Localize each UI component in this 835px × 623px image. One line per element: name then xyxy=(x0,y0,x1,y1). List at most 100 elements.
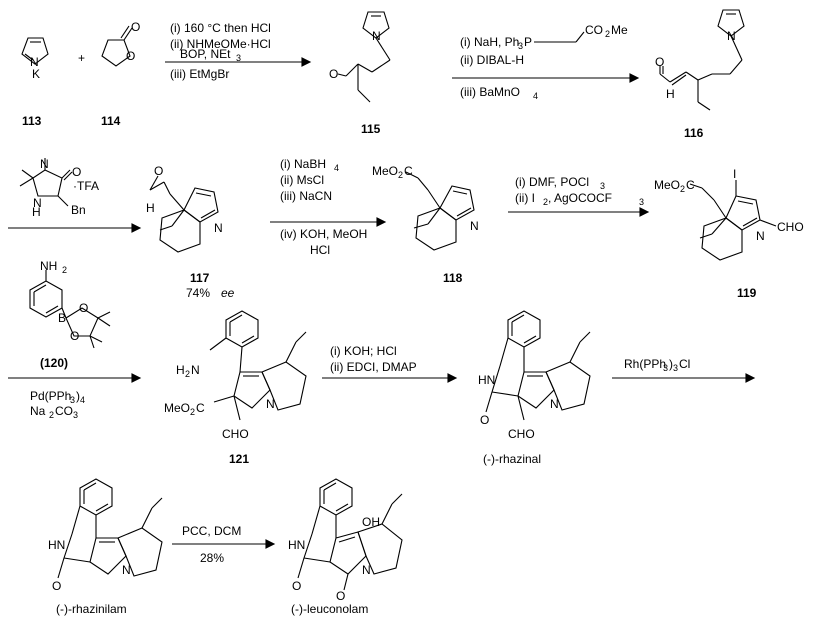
atom-MeO2C: MeO xyxy=(372,164,398,178)
svg-text:2: 2 xyxy=(62,265,67,275)
atom-N: N xyxy=(30,55,39,69)
label-121: 121 xyxy=(229,452,249,466)
compound-121-structure: H 2 N MeO 2 C N CHO xyxy=(164,310,307,441)
label-119: 119 xyxy=(737,286,757,300)
atom-O: O xyxy=(79,301,88,315)
atom-MeO2C: MeO xyxy=(654,178,680,192)
rhazinilam-structure: HN O N xyxy=(48,478,163,593)
atom-O: O xyxy=(72,165,81,179)
svg-text:3: 3 xyxy=(73,410,78,420)
atom-HN: HN xyxy=(478,373,495,387)
atom-O: O xyxy=(70,329,79,343)
plus-sign: + xyxy=(78,51,85,65)
atom-HN: HN xyxy=(48,538,65,552)
step4-iii: (iii) NaCN xyxy=(280,189,332,203)
atom-N: N xyxy=(550,397,559,411)
step5-ii: (ii) I xyxy=(515,191,535,205)
step1-iii: (iii) EtMgBr xyxy=(170,67,229,81)
atom-N: N xyxy=(470,219,479,233)
svg-text:4: 4 xyxy=(533,91,538,101)
svg-text:3: 3 xyxy=(663,363,668,373)
arrow-step2 xyxy=(452,73,640,83)
svg-text:4: 4 xyxy=(334,163,339,173)
atom-H: H xyxy=(146,201,155,215)
label-leuconolam: (-)-leuconolam xyxy=(291,602,368,616)
svg-text:3: 3 xyxy=(70,395,75,405)
svg-text:3: 3 xyxy=(639,197,644,207)
label-rhazinal: (-)-rhazinal xyxy=(483,452,541,466)
atom-H2N: H xyxy=(176,363,185,377)
atom-MeO2C: MeO xyxy=(164,401,190,415)
atom-N: N xyxy=(362,563,371,577)
svg-text:): ) xyxy=(669,357,673,371)
group-CHO: CHO xyxy=(777,220,804,234)
step1-i: (i) 160 °C then HCl xyxy=(170,21,271,35)
label-116: 116 xyxy=(684,126,704,140)
step2-i-d: Me xyxy=(611,23,628,37)
svg-text:2: 2 xyxy=(185,369,190,379)
compound-118-structure: MeO 2 C N xyxy=(372,164,479,251)
step5-i: (i) DMF, POCl xyxy=(515,175,589,189)
atom-O: O xyxy=(154,164,163,178)
svg-text:2: 2 xyxy=(398,170,403,180)
label-114: 114 xyxy=(101,114,121,128)
svg-text:3: 3 xyxy=(600,181,605,191)
step5-ii-b: , AgOCOCF xyxy=(548,191,612,205)
label-rhazinilam: (-)-rhazinilam xyxy=(56,602,127,616)
atom-O: O xyxy=(292,579,301,593)
svg-text:C: C xyxy=(196,401,205,415)
ee-label: ee xyxy=(221,286,235,300)
atom-O: O xyxy=(131,20,140,34)
atom-N: N xyxy=(122,563,131,577)
step7-i: (i) KOH; HCl xyxy=(330,344,397,358)
catalyst-bn: Bn xyxy=(71,203,86,217)
step8-reagent: Rh(PPh xyxy=(624,357,666,371)
svg-text:2: 2 xyxy=(190,407,195,417)
atom-N: N xyxy=(266,397,275,411)
group-OH: OH xyxy=(362,515,380,529)
arrow-step6 xyxy=(8,373,142,383)
step6-base: Na xyxy=(30,404,46,418)
svg-text:3: 3 xyxy=(673,363,678,373)
atom-O: O xyxy=(52,579,61,593)
svg-text:Cl: Cl xyxy=(679,357,690,371)
arrow-step1 xyxy=(165,57,312,67)
atom-I: I xyxy=(733,167,736,181)
svg-text:2: 2 xyxy=(543,197,548,207)
compound-115-structure: N O xyxy=(329,11,391,103)
svg-text:2: 2 xyxy=(49,410,54,420)
rhazinal-structure: HN O N CHO xyxy=(478,310,591,441)
compound-114-structure: O O xyxy=(101,20,140,67)
catalyst-structure: N O N H ·TFA Bn xyxy=(19,157,99,219)
label-113: 113 xyxy=(22,114,42,128)
atom-N: N xyxy=(372,29,381,43)
atom-HN: HN xyxy=(288,538,305,552)
atom-N: N xyxy=(727,29,736,43)
svg-text:C: C xyxy=(404,164,413,178)
step7-ii: (ii) EDCI, DMAP xyxy=(330,360,417,374)
atom-O: O xyxy=(329,67,338,81)
atom-N: N xyxy=(40,157,49,171)
label-117: 117 xyxy=(190,271,210,285)
atom-H: H xyxy=(32,205,41,219)
label-115: 115 xyxy=(361,122,381,136)
step1-ii-b: BOP, NEt xyxy=(180,47,231,61)
step1-ii: (ii) NHMeOMe·HCl xyxy=(170,37,271,51)
step2-i: (i) NaH, Ph xyxy=(460,35,519,49)
step4-i: (i) NaBH xyxy=(280,157,326,171)
arrow-step8 xyxy=(612,373,756,383)
svg-text:C: C xyxy=(686,178,695,192)
svg-text:4: 4 xyxy=(80,395,85,405)
svg-text:3: 3 xyxy=(518,41,523,51)
atom-B: B xyxy=(58,311,66,325)
svg-text:2: 2 xyxy=(680,184,685,194)
compound-116-structure: N O H xyxy=(655,9,745,111)
step2-i-c: CO xyxy=(585,23,603,37)
catalyst-tfa: ·TFA xyxy=(73,179,99,193)
step9-reagent: PCC, DCM xyxy=(182,524,241,538)
step6-cat: Pd(PPh xyxy=(30,389,71,403)
svg-text:): ) xyxy=(76,389,80,403)
arrow-step7 xyxy=(322,373,458,383)
step4-iv-b: HCl xyxy=(310,243,330,257)
